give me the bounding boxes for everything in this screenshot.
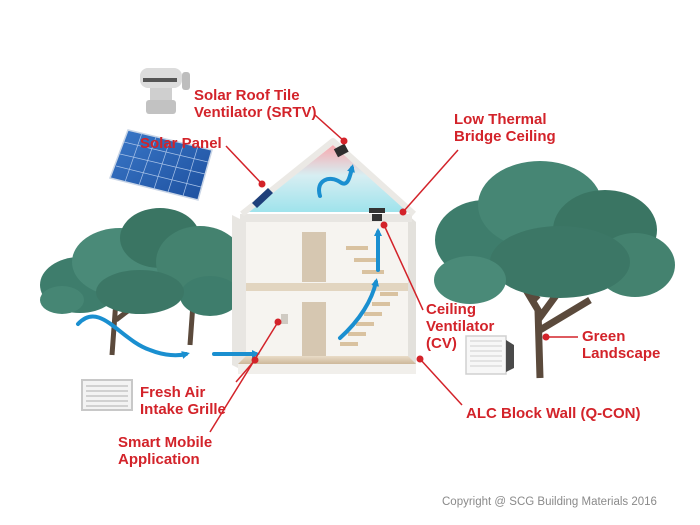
label-fresh-air-intake-grille: Fresh Air Intake Grille [140,384,226,418]
label-smart-mobile-application: Smart Mobile Application [118,434,213,468]
left-tree [40,208,244,356]
solar-panel-product-image [109,129,213,201]
label-low-thermal-bridge-ceiling: Low Thermal Bridge Ceiling [454,111,556,145]
label-alc-block-wall: ALC Block Wall (Q-CON) [466,405,641,422]
label-green-landscape: Green Landscape [582,328,661,362]
house [232,138,417,374]
label-srtv: Solar Roof Tile Ventilator (SRTV) [194,87,317,121]
intake-grille-product-image [81,379,133,411]
airflow-arrows [76,164,382,359]
leader-lines [209,114,578,433]
right-tree [434,161,675,379]
label-solar-panel: Solar Panel [140,135,222,152]
label-ceiling-ventilator: Ceiling Ventilator (CV) [426,301,495,352]
srtv-product-image [140,68,190,114]
ceiling-ventilator-product-image [465,335,514,375]
copyright-text: Copyright @ SCG Building Materials 2016 [442,496,657,508]
